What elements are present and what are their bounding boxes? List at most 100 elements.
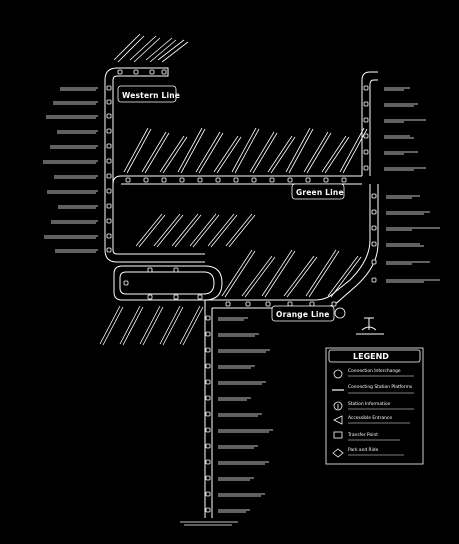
- station-label-inner: [207, 213, 238, 248]
- station-label-west: [43, 160, 98, 164]
- station-marker[interactable]: [205, 363, 211, 369]
- station-label-west: [53, 101, 98, 105]
- station-label-east-lower: [386, 261, 430, 265]
- track-lower-loop: [113, 265, 223, 301]
- station-label-orange: [221, 249, 256, 298]
- station-marker[interactable]: [147, 294, 153, 300]
- station-marker[interactable]: [106, 233, 112, 239]
- station-label-southwest: [159, 305, 184, 346]
- station-marker[interactable]: [371, 259, 377, 265]
- station-marker[interactable]: [205, 459, 211, 465]
- station-marker[interactable]: [233, 177, 239, 183]
- station-marker[interactable]: [133, 69, 139, 75]
- station-marker[interactable]: [173, 267, 179, 273]
- station-marker[interactable]: [371, 193, 377, 199]
- station-marker[interactable]: [287, 301, 293, 307]
- station-marker[interactable]: [106, 203, 112, 209]
- station-marker[interactable]: [205, 491, 211, 497]
- track-top-stub: [117, 67, 169, 77]
- station-marker[interactable]: [106, 85, 112, 91]
- station-label-west: [51, 220, 98, 224]
- station-marker[interactable]: [205, 315, 211, 321]
- station-marker[interactable]: [205, 475, 211, 481]
- station-label-south: [218, 317, 248, 321]
- station-marker[interactable]: [363, 133, 369, 139]
- station-marker[interactable]: [309, 301, 315, 307]
- station-marker[interactable]: [106, 188, 112, 194]
- accessible-icon: [333, 415, 343, 425]
- station-marker[interactable]: [251, 177, 257, 183]
- station-marker[interactable]: [205, 347, 211, 353]
- station-marker[interactable]: [363, 149, 369, 155]
- station-label-inner: [171, 213, 202, 248]
- station-marker[interactable]: [245, 301, 251, 307]
- station-marker[interactable]: [161, 177, 167, 183]
- legend-item-2: Connecting Station Platforms: [348, 384, 413, 390]
- station-marker[interactable]: [363, 117, 369, 123]
- station-marker[interactable]: [106, 143, 112, 149]
- station-label-south: [218, 365, 255, 369]
- station-marker[interactable]: [197, 177, 203, 183]
- station-marker[interactable]: [205, 379, 211, 385]
- track-green-band: [112, 175, 362, 185]
- station-marker[interactable]: [147, 267, 153, 273]
- line-label-green-text: Green Line: [296, 188, 344, 197]
- station-marker[interactable]: [305, 177, 311, 183]
- station-marker[interactable]: [106, 173, 112, 179]
- station-marker[interactable]: [331, 301, 337, 307]
- station-marker[interactable]: [106, 158, 112, 164]
- station-marker[interactable]: [143, 177, 149, 183]
- station-label-green: [177, 127, 206, 174]
- station-label-south: [218, 445, 258, 449]
- station-marker[interactable]: [106, 113, 112, 119]
- station-marker[interactable]: [205, 395, 211, 401]
- station-marker[interactable]: [225, 301, 231, 307]
- station-marker[interactable]: [371, 225, 377, 231]
- station-marker[interactable]: [205, 331, 211, 337]
- station-marker[interactable]: [106, 218, 112, 224]
- station-label-east: [384, 151, 418, 155]
- station-label-green: [141, 131, 170, 174]
- station-marker[interactable]: [323, 177, 329, 183]
- station-marker[interactable]: [197, 294, 203, 300]
- station-marker[interactable]: [123, 280, 129, 286]
- station-marker[interactable]: [363, 165, 369, 171]
- station-label-inner: [225, 213, 256, 248]
- terminus-label: [180, 521, 238, 526]
- track-west-trunk: [104, 67, 205, 263]
- station-marker[interactable]: [215, 177, 221, 183]
- station-marker[interactable]: [205, 443, 211, 449]
- station-marker[interactable]: [106, 128, 112, 134]
- station-marker[interactable]: [205, 427, 211, 433]
- station-marker[interactable]: [106, 99, 112, 105]
- station-label-west: [44, 235, 98, 239]
- station-label-orange: [241, 255, 276, 298]
- station-marker[interactable]: [363, 85, 369, 91]
- station-marker[interactable]: [117, 69, 123, 75]
- station-marker[interactable]: [149, 69, 155, 75]
- station-marker[interactable]: [125, 177, 131, 183]
- station-marker[interactable]: [371, 209, 377, 215]
- station-marker[interactable]: [173, 294, 179, 300]
- station-marker[interactable]: [205, 507, 211, 513]
- station-label-green: [321, 135, 350, 174]
- station-label-southwest: [119, 305, 144, 346]
- legend-item-6: Park and Ride: [348, 447, 379, 453]
- station-marker[interactable]: [161, 69, 167, 75]
- station-marker[interactable]: [269, 177, 275, 183]
- station-marker[interactable]: [179, 177, 185, 183]
- station-marker[interactable]: [265, 301, 271, 307]
- station-marker[interactable]: [205, 411, 211, 417]
- station-marker[interactable]: [371, 277, 377, 283]
- station-marker[interactable]: [363, 101, 369, 107]
- interchange-icon: [334, 307, 346, 319]
- station-marker[interactable]: [371, 241, 377, 247]
- legend-item-5: Transfer Point: [347, 432, 378, 438]
- station-label-east-lower: [386, 243, 424, 247]
- station-marker[interactable]: [341, 177, 347, 183]
- station-marker[interactable]: [287, 177, 293, 183]
- station-label-west: [46, 115, 98, 119]
- station-marker[interactable]: [106, 247, 112, 253]
- station-label-west: [58, 205, 98, 209]
